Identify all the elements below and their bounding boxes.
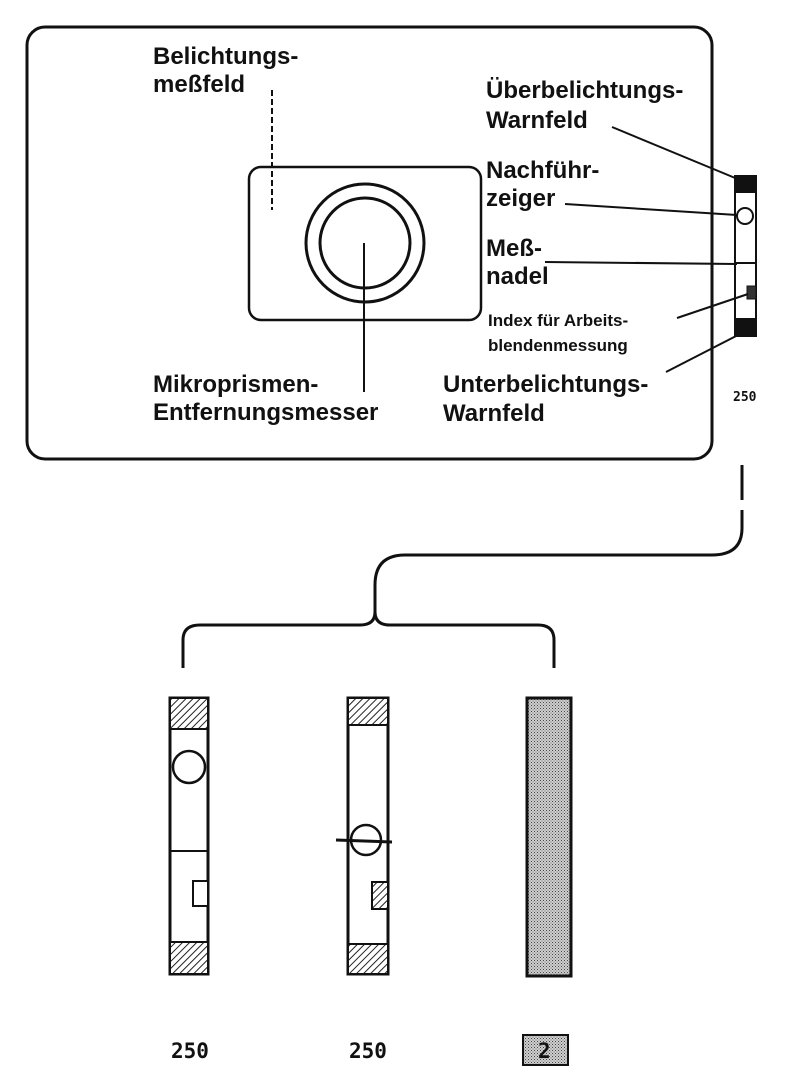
strip-2-index (371, 881, 389, 910)
label-unter-2: Warnfeld (443, 400, 545, 427)
viewfinder-frame (25, 25, 714, 461)
strip-1-bottom-hatch (171, 942, 207, 973)
label-mikro-2: Entfernungsmesser (153, 399, 378, 426)
stop-down-index (746, 285, 757, 300)
label-ueber-2: Warnfeld (486, 107, 588, 134)
strip-1-follow-pointer (171, 749, 207, 785)
strip-2-bottom-hatch (349, 944, 387, 973)
leader-nachfuehr (564, 203, 738, 216)
follow-pointer (736, 207, 754, 225)
bracket (181, 611, 556, 668)
label-belichtungs-2: meßfeld (153, 71, 245, 98)
label-index-2: blendenmessung (488, 336, 628, 355)
label-mess-1: Meß- (486, 235, 542, 262)
label-mess-2: nadel (486, 263, 549, 290)
connector-line (373, 465, 744, 612)
readout-1: 250 (171, 1039, 209, 1063)
label-ueber-1: Überbelichtungs- (486, 77, 683, 104)
strip-2-top-hatch (349, 699, 387, 725)
strip-variant-2 (335, 696, 393, 976)
readout-3-box (522, 1034, 569, 1066)
strip-variant-1 (168, 696, 210, 976)
label-nachfuehr-2: zeiger (486, 185, 555, 212)
readout-2: 250 (349, 1039, 387, 1063)
overexposure-warning-field (735, 176, 756, 193)
strip-1-index (192, 880, 209, 907)
underexposure-warning-field (735, 318, 756, 336)
leader-ueber (611, 126, 741, 181)
shutter-speed-readout: 250 (733, 390, 757, 405)
strip-2-needle (335, 838, 393, 844)
label-unter-1: Unterbelichtungs- (443, 371, 648, 398)
strip-variant-3 (525, 696, 573, 978)
label-belichtungs-1: Belichtungs- (153, 43, 298, 70)
leader-unter (665, 333, 741, 373)
label-nachfuehr-1: Nachführ- (486, 157, 599, 184)
label-index-1: Index für Arbeits- (488, 311, 628, 330)
label-mikro-1: Mikroprismen- (153, 371, 318, 398)
leader-index (676, 293, 749, 319)
readout-3: 2 (538, 1039, 551, 1063)
strip-1-top-hatch (171, 699, 207, 729)
leader-mess (544, 261, 738, 265)
indicator-strip (734, 175, 757, 337)
